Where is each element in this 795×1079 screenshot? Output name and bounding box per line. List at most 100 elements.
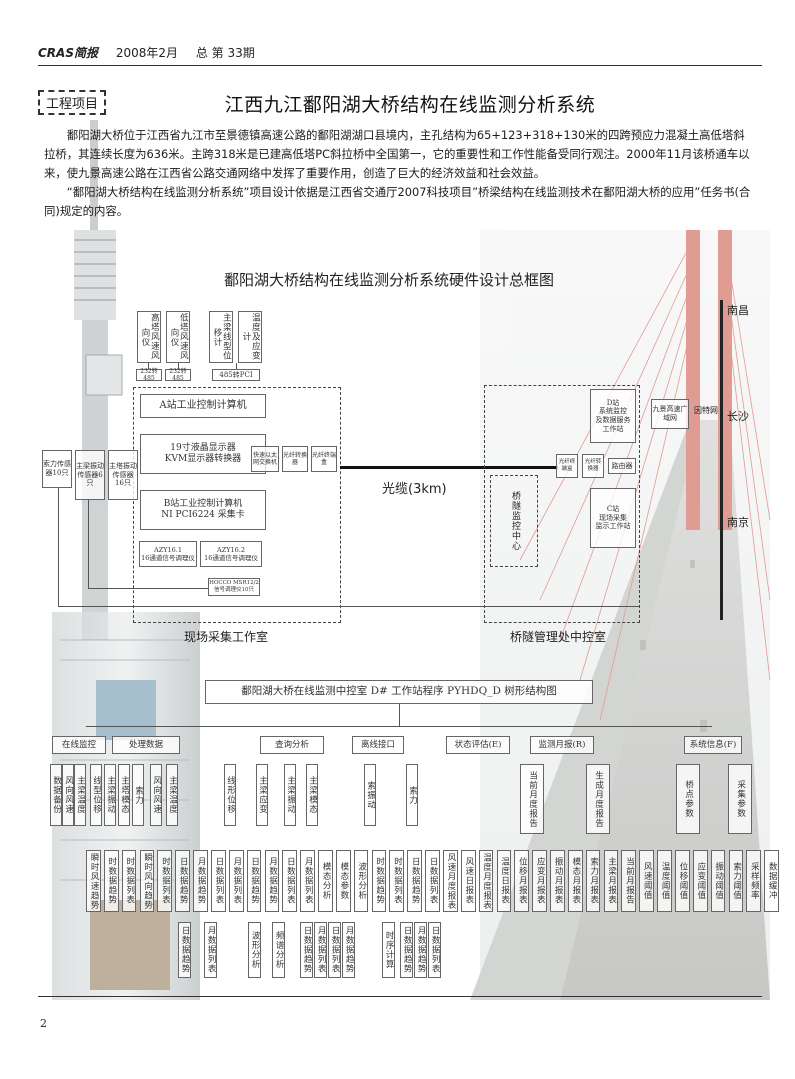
intro-text: 鄱阳湖大桥位于江西省九江市至景德镇高速公路的鄱阳湖湖口县境内，主孔结构为65+1… [44,126,756,221]
connector [236,363,237,369]
tree-node-level3: 日数据列表 [425,850,440,912]
tunnel-control-center: 桥隧监控中心 [490,475,538,567]
tree-node-level3: 索力月报表 [585,850,601,912]
connector [399,704,400,726]
magazine-header: CRAS简报 2008年2月 总 第 33期 [38,44,269,61]
tree-node-level3: 月数据列表 [228,850,244,912]
tree-node-level3: 日数据列表 [210,850,226,912]
signal-conditioner-2: AZY16.2 16通道信号调理仪 [200,541,262,567]
tree-node-level4: 日数据趋势 [400,922,413,978]
control-room-label: 桥隧管理处中控室 [510,630,607,644]
city-changsha: 长沙 [727,410,749,423]
hardware-diagram-title: 鄱阳湖大桥结构在线监测分析系统硬件设计总框图 [224,271,555,289]
tree-node-level1: 在线监控 [52,736,106,754]
tree-node-level4: 频谱分析 [272,922,285,978]
section-tag: 工程项目 [38,90,107,115]
intro-paragraph-2: “鄱阳湖大桥结构在线监测分析系统”项目设计依据是江西省交通厅2007科技项目”桥… [44,185,751,218]
site-room-boundary [133,387,341,623]
tree-node-level3: 月数据列表 [300,850,315,912]
tree-node-level3: 波形分析 [353,850,369,912]
site-room-label: 现场采集工作室 [184,630,269,644]
tree-node-level2: 桥点参数 [676,764,700,834]
tree-node-level1: 处理数据 [112,736,180,754]
tree-node-level3: 时数据列表 [157,850,173,912]
tree-node-level3: 数据缓冲 [764,850,779,912]
converter-232-485-a: 232转485 [136,368,162,382]
tree-node-level3: 日数据趋势 [246,850,262,912]
tree-node-level3: 振动月报表 [550,850,565,912]
tree-node-level2: 主梁温度 [74,764,86,826]
tree-node-level3: 风速月度报表 [442,850,458,912]
connector [58,606,640,607]
magazine-name: CRAS简报 [38,46,98,60]
signal-conditioner-3: HOCCO MSR12/2 信号调理仪10只 [208,578,260,596]
wan-box: 九景高速广域网 [651,399,689,429]
tree-node-level3: 月数据趋势 [264,850,280,912]
tree-node-level3: 瞬时风速趋势 [86,850,101,912]
fiber-converter-center: 光纤转换器 [582,454,604,478]
tree-node-level1: 系统信息(F) [684,736,742,754]
tree-node-level3: 时数据趋势 [371,850,387,912]
ethernet-switch: 快速以太网交换机 [251,446,279,472]
tree-node-level1: 查询分析 [260,736,324,754]
high-tower-anemometer: 高塔风速风向仪 [137,311,161,363]
tree-node-level3: 温度阈值 [657,850,672,912]
converter-232-485-b: 232转485 [165,368,191,382]
tree-node-level4: 月数据列表 [204,922,217,978]
tree-node-level1: 离线接口 [352,736,404,754]
tree-node-level2: 生成月度报告 [586,764,610,834]
tree-node-level3: 位移阈值 [674,850,690,912]
tree-node-level4: 日数据趋势 [300,922,313,978]
city-nanchang: 南昌 [727,304,749,317]
tree-node-level3: 温度月度报表 [478,850,494,912]
tree-node-level4: 月数据列表 [314,922,327,978]
tree-node-level3: 当前月报告 [621,850,637,912]
tree-node-level3: 月数据趋势 [193,850,208,912]
tree-node-level3: 风速阈值 [639,850,654,912]
tree-node-level2: 线型位移 [90,764,102,826]
internet-label: 因特网 [694,406,718,415]
displacement-meter: 主梁线型位移计 [209,311,233,363]
tree-node-level4: 日数据列表 [428,922,441,978]
tree-node-level1: 状态评估(E) [446,736,510,754]
connector [88,588,208,589]
cable-force-sensors: 索力传感器10只 [42,450,72,488]
article-headline: 江西九江鄱阳湖大桥结构在线监测分析系统 [224,94,596,116]
tree-node-level4: 波形分析 [248,922,261,978]
tree-node-level3: 位移月报表 [514,850,530,912]
tree-node-level4: 日数据列表 [328,922,341,978]
tree-node-level3: 风速日报表 [460,850,476,912]
issue-date: 2008年2月 [115,46,178,60]
issue-number: 总 第 33期 [195,46,255,60]
tree-node-level3: 模态参数 [335,850,351,912]
external-network-line [720,300,723,620]
connector [148,363,149,369]
tree-node-level2: 主梁模态 [306,764,318,826]
tree-node-level4: 日数据趋势 [178,922,191,978]
a-station-pc: A站工业控制计算机 [140,394,266,418]
signal-conditioner-1: AZY16.1 16通道信号调理仪 [139,541,197,567]
tree-node-level4: 时序计算 [382,922,395,978]
intro-paragraph-1: 鄱阳湖大桥位于江西省九江市至景德镇高速公路的鄱阳湖湖口县境内，主孔结构为65+1… [44,128,750,180]
tree-node-level3: 模态月报表 [567,850,583,912]
connector [88,500,89,588]
tree-node-level2: 数据备份 [50,764,62,826]
tree-node-level2: 主塔模态 [118,764,130,826]
tree-node-level2: 风向风速 [62,764,74,826]
tree-node-level3: 采样频率 [746,850,762,912]
connector [178,363,179,369]
tree-node-level2: 主梁温度 [166,764,178,826]
tree-node-level3: 模态分析 [318,850,333,912]
fiber-terminal-center: 光纤终端盒 [556,454,578,478]
tree-node-level2: 索力 [406,764,418,826]
tree-node-level2: 线形位移 [224,764,236,826]
tower-vibration-sensors: 主塔振动传感器16只 [108,450,138,500]
footer-rule [38,996,762,997]
tree-title: 鄱阳湖大桥在线监测中控室 D# 工作站程序 PYHDQ_D 树形结构图 [205,680,593,704]
tree-node-level3: 时数据列表 [389,850,405,912]
tree-node-level3: 时数据趋势 [103,850,119,912]
tree-node-level3: 日数据趋势 [407,850,422,912]
c-station: C站 现场采集 监示工作站 [590,488,636,548]
tree-node-level2: 索振动 [364,764,376,826]
fiber-cable-line [340,466,558,469]
